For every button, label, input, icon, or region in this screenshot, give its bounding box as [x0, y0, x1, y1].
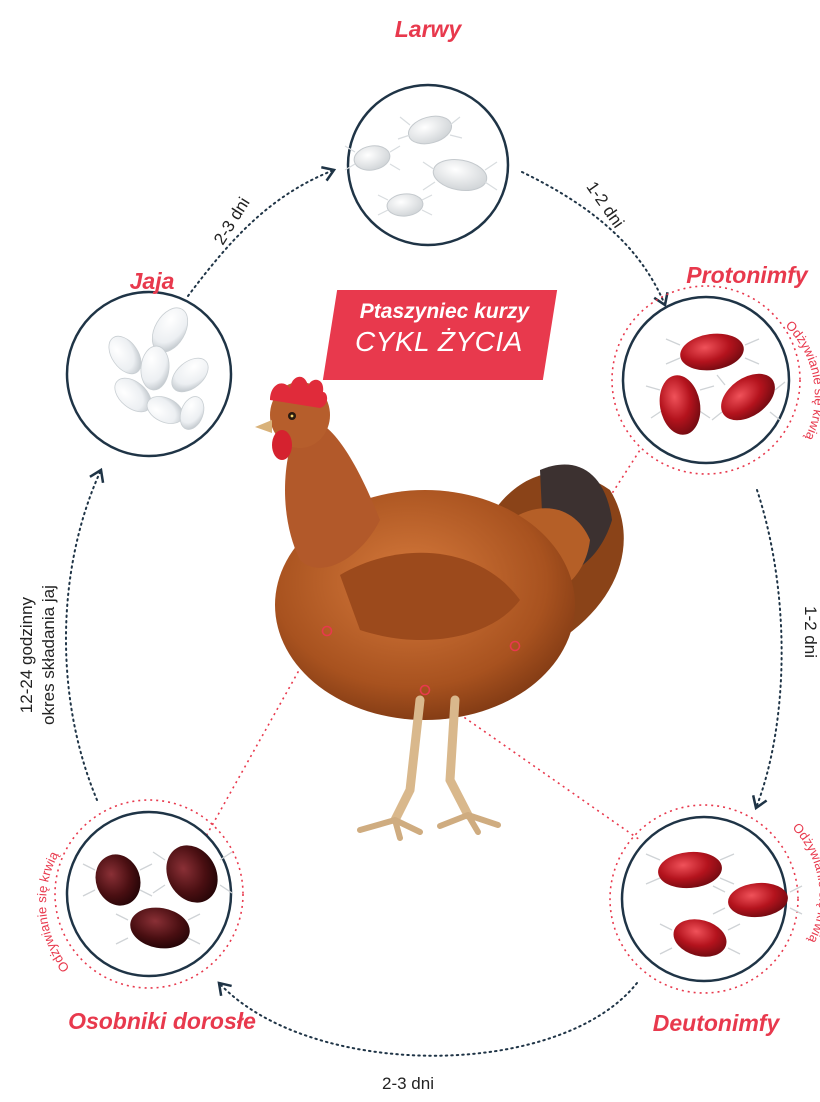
duration-osobniki-jaja-line2: okres składania jaj [38, 585, 60, 725]
hen-icon [255, 377, 624, 838]
title-line2: CYKL ŻYCIA [329, 326, 549, 358]
duration-osobniki-jaja-line1: 12-24 godzinny [16, 585, 38, 725]
title-banner: Ptaszyniec kurzy CYKL ŻYCIA [323, 290, 557, 380]
eggs-icon [67, 292, 231, 456]
arrow-jaja-larwy [188, 170, 334, 296]
protonymph-mites-icon [612, 286, 800, 474]
duration-osobniki-jaja: 12-24 godzinny okres składania jaj [16, 585, 60, 725]
arrow-deutonimfy-osobniki [219, 983, 637, 1056]
arrow-osobniki-jaja [66, 470, 101, 800]
stage-label-osobniki: Osobniki dorosłe [68, 1008, 256, 1035]
larva-mites-icon [345, 85, 508, 245]
stage-label-deutonimfy: Deutonimfy [653, 1010, 780, 1037]
duration-protonimfy-deutonimfy: 1-2 dni [800, 606, 820, 658]
adult-mites-icon [55, 800, 243, 988]
feeding-label-osobniki: Odżywianie się krwią [34, 848, 72, 975]
arrow-protonimfy-deutonimfy [756, 490, 782, 808]
stage-label-larwy: Larwy [395, 16, 461, 43]
feeding-label-deutonimfy: Odżywianie się krwią [790, 820, 820, 947]
duration-deutonimfy-osobniki: 2-3 dni [382, 1074, 434, 1094]
deutonymph-mites-icon [610, 805, 802, 993]
stage-label-jaja: Jaja [130, 268, 175, 295]
stage-label-protonimfy: Protonimfy [686, 262, 807, 289]
feeding-line-osobniki [205, 640, 316, 838]
title-line1: Ptaszyniec kurzy [334, 290, 554, 324]
